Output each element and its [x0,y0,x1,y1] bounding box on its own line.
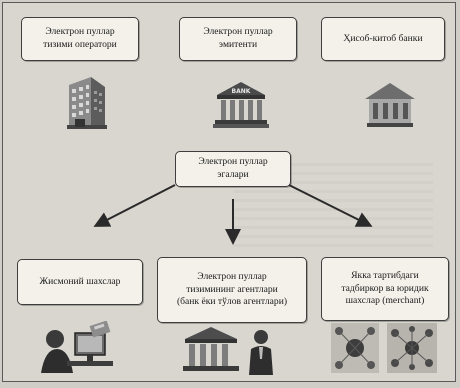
merchant-network-icon [387,323,437,373]
svg-text:BANK: BANK [232,88,251,95]
arrow-layer [93,184,373,245]
bank-with-agent-icon [183,327,273,375]
node-settlement-bank: Ҳисоб-китоб банки [321,17,445,61]
node-merchants: Якка тартибдаги тадбиркор ва юридик шахс… [321,257,449,321]
arrow-to-merchants [288,184,373,227]
node-settlement-bank-label: Ҳисоб-китоб банки [343,32,423,44]
node-merchants-label: Якка тартибдаги тадбиркор ва юридик шахс… [341,269,429,307]
node-issuer-label: Электрон пуллар эмитенти [203,26,273,50]
node-system-operator: Электрон пуллар тизими оператори [21,17,139,61]
node-agents: Электрон пуллар тизимининг агентлари (ба… [157,257,307,323]
node-individuals-label: Жисмоний шахслар [39,275,121,287]
node-emoney-holders-label: Электрон пуллар эгалари [198,156,268,180]
node-individuals: Жисмоний шахслар [17,259,143,305]
node-system-operator-label: Электрон пуллар тизими оператори [43,26,117,50]
person-at-computer-icon [41,321,113,373]
diagram-frame: Электрон пуллар тизими оператори Электро… [2,2,456,382]
bank-building-icon: BANK [213,82,269,128]
arrow-to-individuals [93,184,176,227]
node-emoney-holders: Электрон пуллар эгалари [175,151,291,187]
merchant-people-panel-icon [331,323,379,373]
bank-house-icon [365,83,415,127]
office-building-icon [67,77,107,129]
node-agents-label: Электрон пуллар тизимининг агентлари (ба… [176,270,288,308]
node-issuer: Электрон пуллар эмитенти [179,17,297,61]
